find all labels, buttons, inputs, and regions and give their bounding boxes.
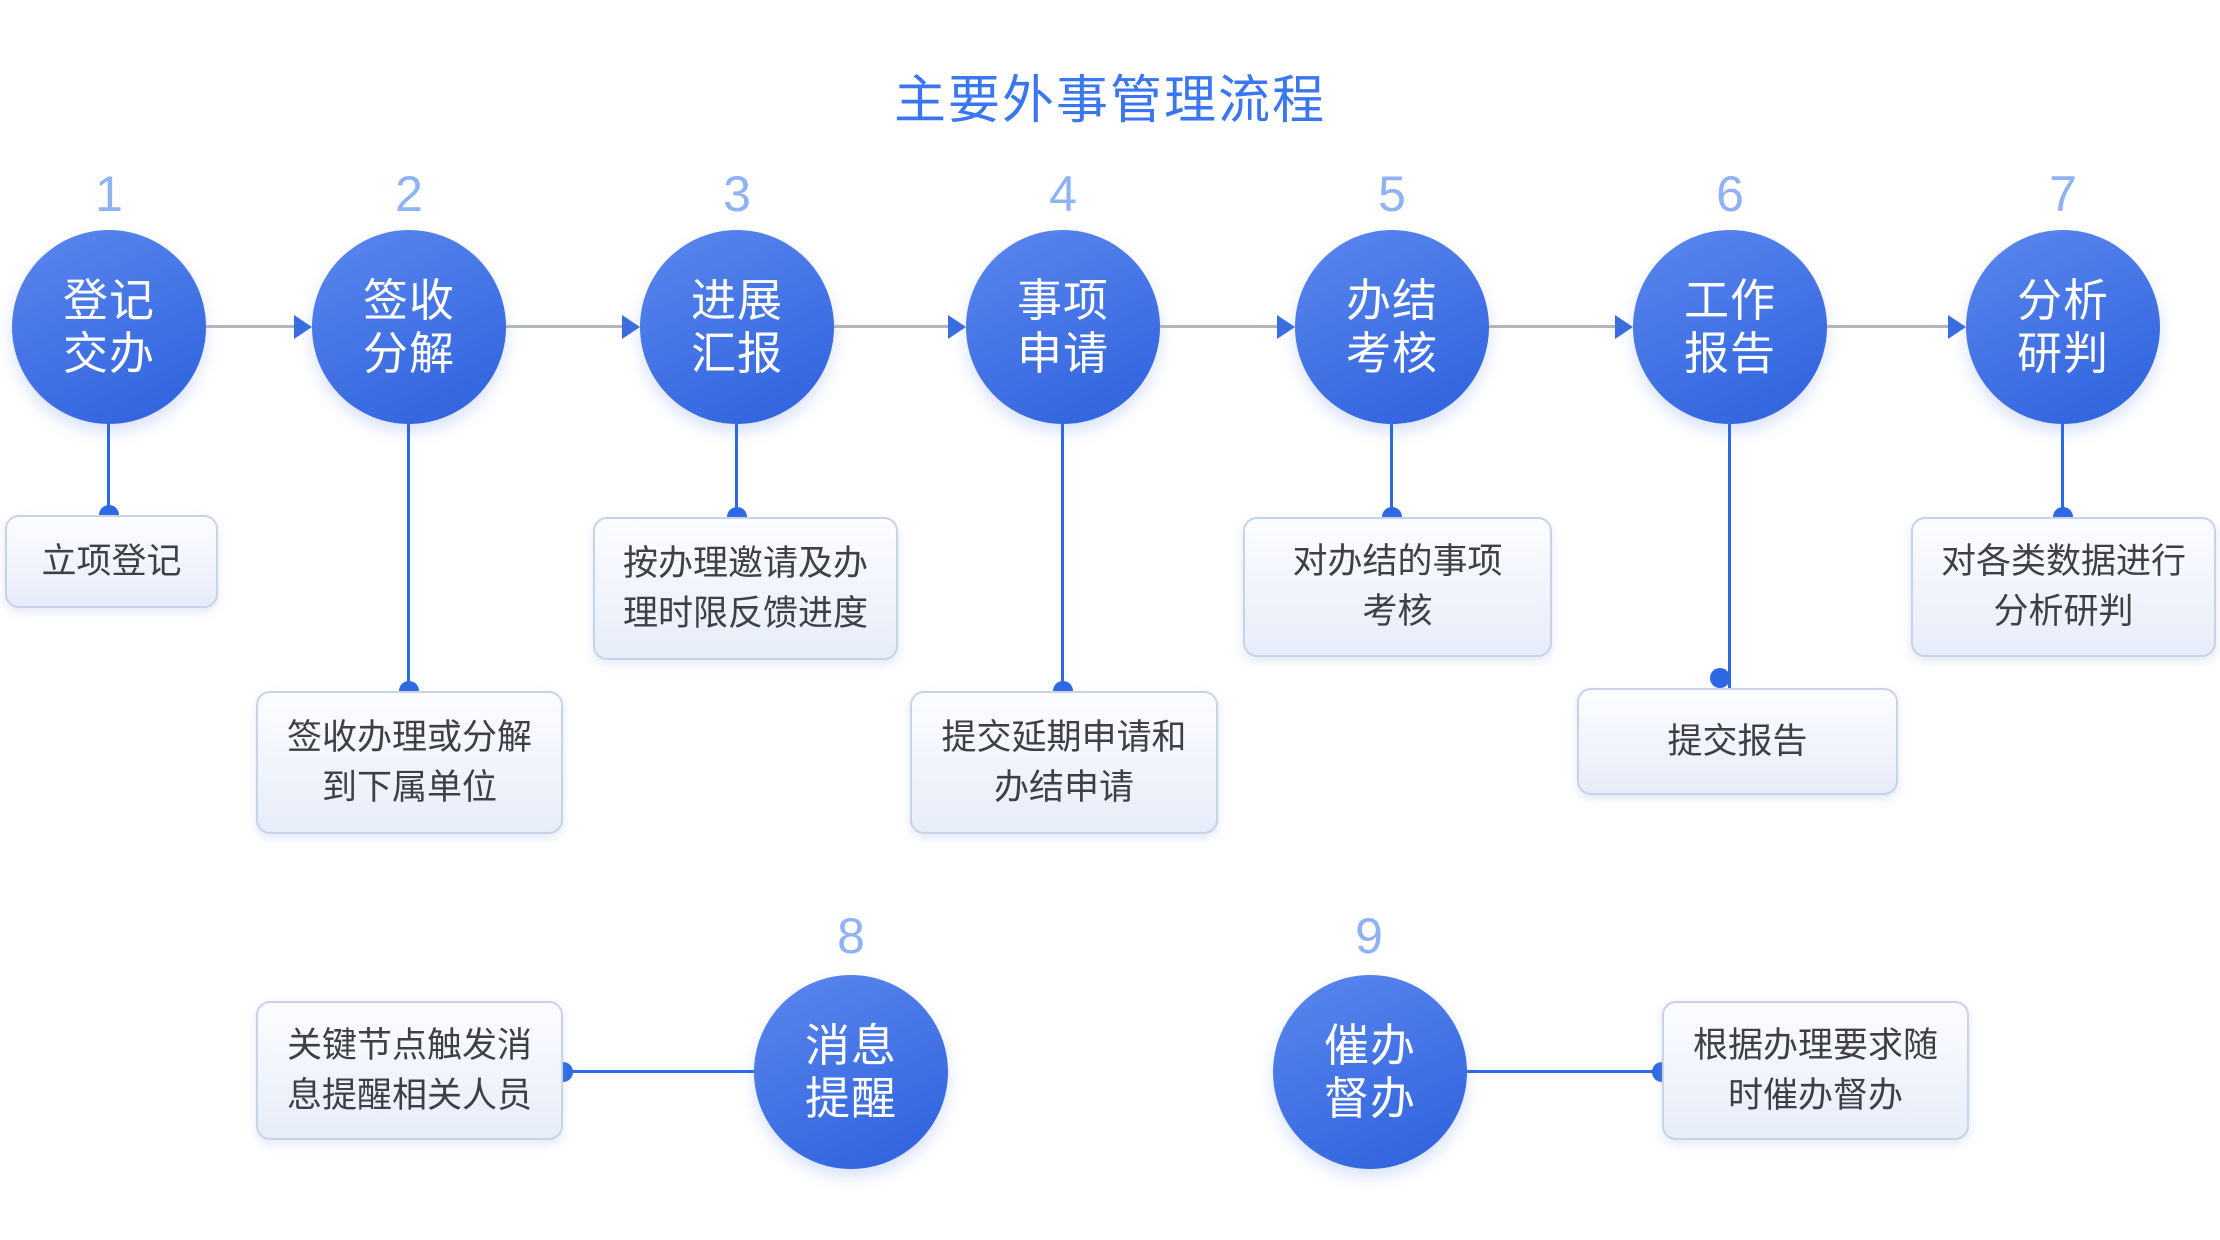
note-box-2: 签收办理或分解 到下属单位: [256, 691, 563, 834]
note-box-5: 对办结的事项 考核: [1243, 517, 1552, 657]
arrow-right-icon: [1277, 315, 1295, 339]
step-circle-7: 分析 研判: [1966, 230, 2160, 424]
step-circle-5: 办结 考核: [1295, 230, 1489, 424]
connector-line-horizontal-9: [1467, 1070, 1662, 1073]
step-number-2: 2: [395, 166, 423, 222]
arrow-line-5-6: [1489, 325, 1615, 328]
step-number-8: 8: [837, 908, 865, 964]
step-circle-4: 事项 申请: [966, 230, 1160, 424]
connector-line-horizontal-8: [563, 1070, 754, 1073]
step-number-9: 9: [1355, 908, 1383, 964]
step-number-7: 7: [2049, 166, 2077, 222]
note-box-6: 提交报告: [1577, 688, 1898, 795]
connector-line-vertical-1: [107, 424, 110, 515]
connector-line-vertical-2: [407, 424, 410, 691]
step-number-3: 3: [723, 166, 751, 222]
note-box-8: 关键节点触发消 息提醒相关人员: [256, 1001, 563, 1140]
arrow-line-4-5: [1160, 325, 1277, 328]
connector-line-vertical-4: [1061, 424, 1064, 691]
note-box-1: 立项登记: [5, 515, 218, 608]
step-circle-1: 登记 交办: [12, 230, 206, 424]
step-number-5: 5: [1378, 166, 1406, 222]
connector-line-vertical-6: [1728, 424, 1731, 688]
step-number-1: 1: [95, 166, 123, 222]
connector-dot-6: [1710, 668, 1730, 688]
note-box-4: 提交延期申请和 办结申请: [910, 691, 1218, 834]
arrow-right-icon: [948, 315, 966, 339]
note-box-7: 对各类数据进行 分析研判: [1911, 517, 2216, 657]
arrow-right-icon: [1948, 315, 1966, 339]
note-box-3: 按办理邀请及办 理时限反馈进度: [593, 517, 898, 660]
step-circle-2: 签收 分解: [312, 230, 506, 424]
page-title: 主要外事管理流程: [893, 72, 1326, 130]
arrow-line-2-3: [506, 325, 622, 328]
connector-line-vertical-7: [2061, 424, 2064, 517]
step-circle-6: 工作 报告: [1633, 230, 1827, 424]
arrow-line-3-4: [834, 325, 948, 328]
step-circle-9: 催办 督办: [1273, 975, 1467, 1169]
step-circle-8: 消息 提醒: [754, 975, 948, 1169]
arrow-line-1-2: [206, 325, 294, 328]
connector-line-vertical-5: [1390, 424, 1393, 517]
step-circle-3: 进展 汇报: [640, 230, 834, 424]
arrow-right-icon: [294, 315, 312, 339]
arrow-right-icon: [622, 315, 640, 339]
arrow-right-icon: [1615, 315, 1633, 339]
step-number-4: 4: [1049, 166, 1077, 222]
arrow-line-6-7: [1827, 325, 1948, 328]
step-number-6: 6: [1716, 166, 1744, 222]
connector-line-vertical-3: [735, 424, 738, 517]
note-box-9: 根据办理要求随 时催办督办: [1662, 1001, 1969, 1140]
